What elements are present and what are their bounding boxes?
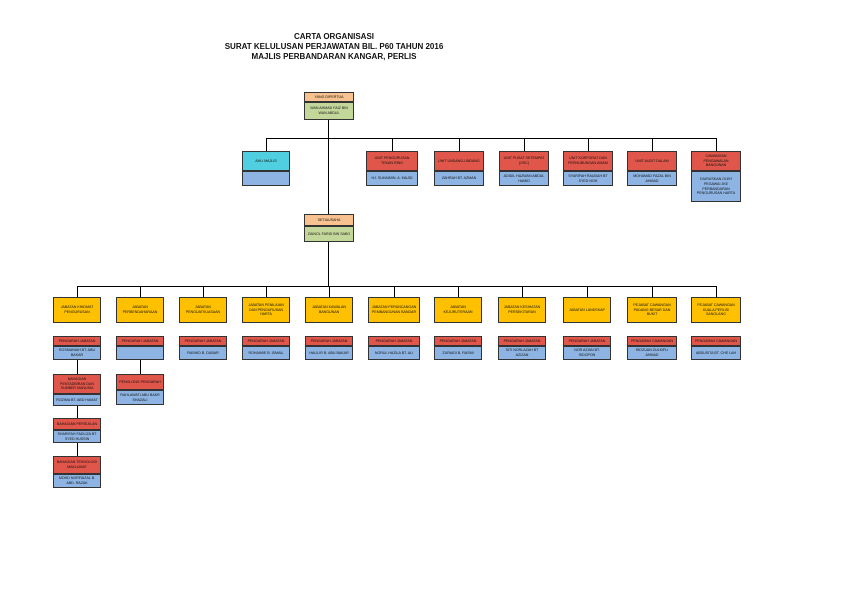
dept-10-title: PEJABAT CAWANGAN PADANG BESAR DAN BUKIT <box>627 297 677 323</box>
dept-8-role: PENGARAH JABATAN <box>498 336 546 346</box>
unit-5-title: UNIT KORPORAT DAN PERHUBUNGAN AWAM <box>563 151 613 171</box>
connector-dept-9 <box>587 286 588 297</box>
top-name-box: WAN AHMAD FAIZ BIN WAN ABDUL <box>304 102 354 120</box>
dept-1-role: PENGARAH JABATAN <box>53 336 101 346</box>
connector-dept-11 <box>716 286 717 297</box>
connector-dept-5 <box>329 286 330 297</box>
dept-11-title: PEJABAT CAWANGAN KUALA PERLIS/ SANGLANG <box>691 297 741 323</box>
unit-3-title: UNIT UNDANG-UNDANG <box>434 151 484 171</box>
dept-3-title: JABATAN PENGUATKUASAAN <box>179 297 227 323</box>
dept-10-name: RIDZUAN ZULKIFLI AHMAD <box>627 346 677 360</box>
connector-dept-4 <box>266 286 267 297</box>
unit-1-name <box>242 171 290 186</box>
unit-4-name: ADIDIL HAZWAN ABDUL HAMID <box>499 171 549 186</box>
connector-secretary-down <box>328 242 329 286</box>
sub1-2-title: BAHAGIAN PERSIJILAN <box>53 418 101 430</box>
connector-dept-6 <box>394 286 395 297</box>
dept-2-role: PENGARAH JABATAN <box>116 336 164 346</box>
dept-9-title: JABATAN LANDSKAP <box>563 297 611 323</box>
connector-dept-1 <box>77 286 78 297</box>
sub1-1-name: ROZIMA BT. ABD HAMAT <box>53 394 101 406</box>
dept-6-title: JABATAN PERANCANGAN PEMBANGUNAN BANDAR <box>368 297 420 323</box>
connector-dept-3 <box>203 286 204 297</box>
connector-dept-8 <box>522 286 523 297</box>
dept-11-role: PENGARAH CAWANGAN <box>691 336 741 346</box>
sub2-1-name: RAHLAWATI ABU BAKR SHAZALI <box>116 390 164 405</box>
unit-2-title: UNIT PENGURUSAN TEKAN RING <box>366 151 418 171</box>
unit-6-name: MOHAMAD FAZAL BIN AHMAD <box>627 171 677 186</box>
dept-2-title: JABATAN PERBENDAHARAAN <box>116 297 164 323</box>
dept-1-title: JABATAN KHIDMAT PENGURUSAN <box>53 297 101 323</box>
dept-4-name: ROHAIMIE B. ISMAIL <box>242 346 290 360</box>
unit-5-name: SYARIFAH RAUDAH BT SYED NOH <box>563 171 613 186</box>
sub1-3-name: MOHD NORFAIZAL B. ABD. RAZAK <box>53 474 101 488</box>
connector-unit-2 <box>392 138 393 151</box>
connector-unit-3 <box>459 138 460 151</box>
connector-unit-5 <box>588 138 589 151</box>
dept-8-title: JABATAN KESIHATAN PERSEKITARAN <box>498 297 546 323</box>
dept-4-title: JABATAN PENILAIAN DAN PENGURUSAN HARTA <box>242 297 290 323</box>
dept-6-name: NORUL HAZILA BT. ALI <box>368 346 420 360</box>
chart-title: CARTA ORGANISASI SURAT KELULUSAN PERJAWA… <box>200 32 468 62</box>
connector-units-bar <box>266 138 716 139</box>
unit-6-title: UNIT AUDIT DALAM <box>627 151 677 171</box>
unit-3-name: ZAHRAH BT. AZMAN <box>434 171 484 186</box>
title-line-2: SURAT KELULUSAN PERJAWATAN BIL. P60 TAHU… <box>224 42 444 51</box>
dept-8-name: SITI NORLAZAH BT AZIZAN <box>498 346 546 360</box>
dept-7-title: JABATAN KEJURUTERAAN <box>434 297 482 323</box>
dept-7-role: PENGARAH JABATAN <box>434 336 482 346</box>
secretary-title-box: SETIAUSAHA <box>304 214 354 226</box>
sub2-1-title: PENOLONG PENGARAH <box>116 374 164 390</box>
dept-9-role: PENGARAH JABATAN <box>563 336 611 346</box>
unit-7-title: CAWANGAN PENGAWALAN BANGUNAN <box>691 151 741 171</box>
connector-dept-10 <box>652 286 653 297</box>
dept-5-role: PENGARAH JABATAN <box>305 336 353 346</box>
dept-11-name: ABDUSITA BT. CHE LAH <box>691 346 741 360</box>
unit-2-name: HJ. SUHAIMIN. A. MAJID <box>366 171 418 186</box>
dept-4-role: PENGARAH JABATAN <box>242 336 290 346</box>
dept-7-name: ZURAIDI B. RASMI <box>434 346 482 360</box>
sub1-2-name: SHARIFAH FADLIZA BT SYED HUSSIN <box>53 430 101 443</box>
title-line-3: MAJLIS PERBANDARAN KANGAR, PERLIS <box>251 52 417 61</box>
dept-5-name: HALILIR B. ABU BAKAR <box>305 346 353 360</box>
dept-1-name: ROSMANIAH BT. ABU BAKAR <box>53 346 101 360</box>
connector-dept-7 <box>458 286 459 297</box>
title-line-1: CARTA ORGANISASI <box>294 32 374 41</box>
unit-7-name: DIURUSKAN OLEH PEGAWAI JKE PERBANDARAN P… <box>691 171 741 202</box>
sub1-3-title: BAHAGIAN TEKNOLOGI MAKLUMAT <box>53 456 101 474</box>
connector-unit-1 <box>266 138 267 151</box>
dept-3-name: RASHID B. DUBAR <box>179 346 227 360</box>
dept-2-name <box>116 346 164 360</box>
unit-4-title: UNIT PUSAT SETEMPAT (OSC) <box>499 151 549 171</box>
connector-top-down <box>328 120 329 214</box>
connector-unit-6 <box>652 138 653 151</box>
connector-unit-4 <box>524 138 525 151</box>
connector-dept-bar <box>77 286 717 287</box>
top-title-box: YANG DIPERTUA <box>304 92 354 102</box>
dept-10-role: PENGARAH CAWANGAN <box>627 336 677 346</box>
connector-unit-7 <box>716 138 717 151</box>
connector-dept-2 <box>140 286 141 297</box>
connector-col2-down <box>140 360 141 374</box>
connector-col1-down <box>77 360 78 456</box>
dept-9-name: NOR AZIAN BT. SIDOPON <box>563 346 611 360</box>
unit-1-title: AHLI MAJLIS <box>242 151 290 171</box>
sub1-1-title: BAHAGIAN PENTADBIRAN DAN SUMBER MANUSIA <box>53 374 101 394</box>
secretary-name-box: ZAINOL FARID BIN SABO <box>304 226 354 242</box>
dept-5-title: JABATAN KAWALAN BANGUNAN <box>305 297 353 323</box>
dept-6-role: PENGARAH JABATAN <box>368 336 420 346</box>
dept-3-role: PENGARAH JABATAN <box>179 336 227 346</box>
